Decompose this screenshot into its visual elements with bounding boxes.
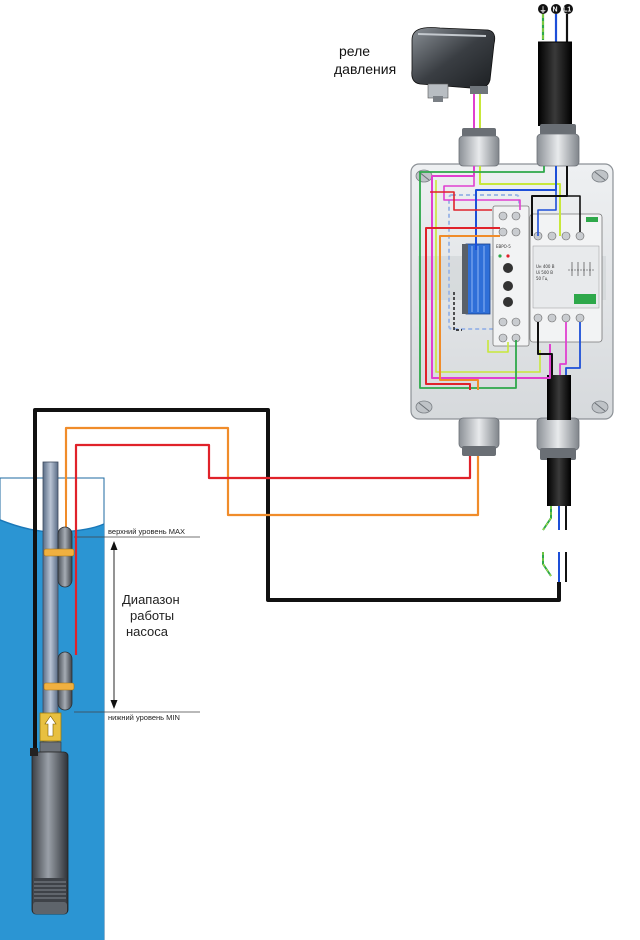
- pump-power-cable: [33, 408, 561, 748]
- level-min-label: нижний уровень MIN: [108, 713, 180, 722]
- earth-terminal-icon: ⏚: [540, 6, 547, 14]
- range-label-line1: Диапазон: [122, 592, 180, 607]
- range-label-line2: работы: [130, 608, 174, 623]
- level-markers: [74, 536, 200, 713]
- riser-pipe: [42, 461, 59, 748]
- knob-icon: [503, 281, 513, 291]
- knob-icon: [503, 263, 513, 273]
- power-supply-cable: [538, 14, 572, 126]
- gland-top-right: [536, 124, 580, 167]
- gland-top-left: [458, 128, 500, 167]
- pump-assembly: [30, 461, 69, 915]
- terminal-labels: ⏚ N L1: [538, 4, 573, 14]
- field-wires: [33, 390, 561, 748]
- gland-bottom-left: [458, 417, 500, 456]
- level-max-label: верхний уровень MAX: [108, 527, 185, 536]
- pump-output-cable: [542, 375, 571, 582]
- pressure-relay: [411, 27, 496, 128]
- line-terminal-label: L1: [563, 7, 571, 14]
- din-devices: ЕВРО-5 Uн 400 В Ui 500 В 50 Гц: [448, 194, 603, 347]
- relay-label-line2: давления: [334, 61, 396, 77]
- internal-wiring: [419, 166, 581, 390]
- level-relay: [492, 205, 530, 347]
- relay-brand: ЕВРО-5: [496, 244, 511, 249]
- knob-icon: [503, 297, 513, 307]
- range-label-line3: насоса: [126, 624, 169, 639]
- float-wire-upper: [64, 390, 480, 517]
- float-wire-lower: [74, 390, 472, 655]
- gland-bottom-right: [536, 417, 580, 460]
- neutral-terminal-label: N: [553, 7, 558, 14]
- spec-line2: Ui 500 В: [536, 270, 553, 275]
- spec-line1: Uн 400 В: [536, 264, 555, 269]
- spec-line3: 50 Гц: [536, 276, 548, 281]
- float-lower: [43, 651, 75, 711]
- flow-arrow-icon: [44, 715, 57, 737]
- cable-glands: [458, 124, 580, 460]
- float-upper: [43, 500, 75, 588]
- relay-label-line1: реле: [339, 43, 370, 59]
